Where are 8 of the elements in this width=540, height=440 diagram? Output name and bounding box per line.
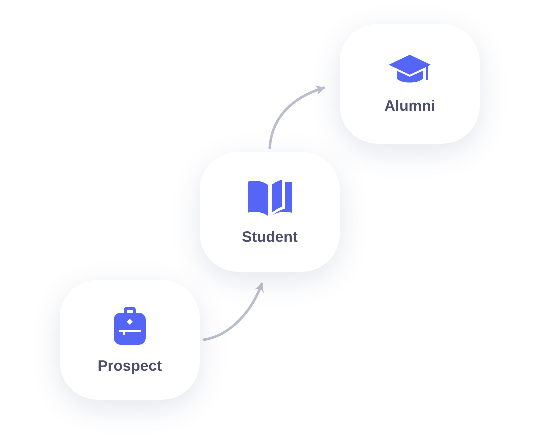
stage-label: Alumni <box>384 98 436 114</box>
stage-label: Prospect <box>98 358 162 374</box>
stage-label: Student <box>242 228 298 246</box>
curved-arrow <box>202 282 264 342</box>
curved-arrow <box>268 86 326 150</box>
stage-card <box>200 152 340 272</box>
stage-card <box>60 280 200 400</box>
stage-card <box>340 24 480 144</box>
